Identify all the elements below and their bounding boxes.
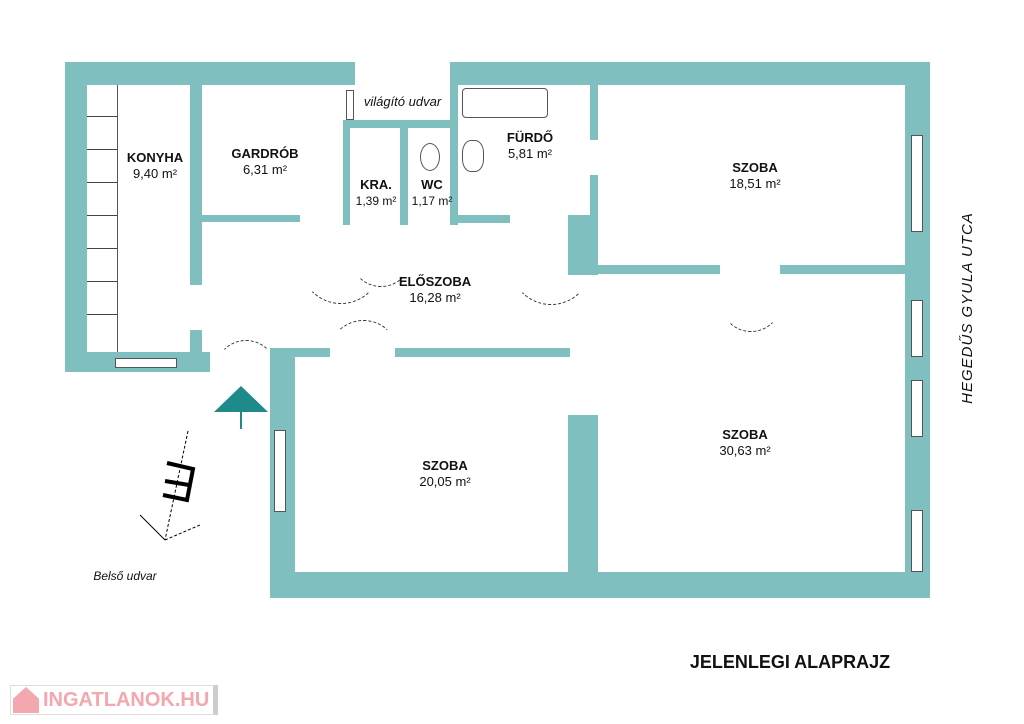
window bbox=[911, 300, 923, 357]
wall bbox=[343, 120, 455, 128]
tile bbox=[87, 248, 117, 249]
wall bbox=[395, 348, 570, 357]
tile bbox=[87, 281, 117, 282]
wall bbox=[202, 215, 300, 222]
window bbox=[911, 380, 923, 437]
kitchen-counter bbox=[87, 85, 118, 352]
window bbox=[911, 135, 923, 232]
tile bbox=[87, 215, 117, 216]
wall bbox=[65, 62, 355, 85]
wall bbox=[65, 62, 87, 372]
wall bbox=[598, 265, 720, 274]
window bbox=[346, 90, 354, 120]
tile bbox=[87, 182, 117, 183]
wall bbox=[343, 120, 350, 225]
room-pantry: KRA.1,39 m² bbox=[355, 177, 397, 208]
house-icon bbox=[13, 687, 39, 713]
courtyard-label: Belső udvar bbox=[93, 569, 157, 583]
sink bbox=[462, 140, 484, 172]
tile bbox=[87, 116, 117, 117]
window bbox=[274, 430, 286, 512]
wall bbox=[450, 62, 458, 225]
wall bbox=[190, 330, 202, 372]
toilet bbox=[420, 143, 440, 171]
tile bbox=[87, 314, 117, 315]
tile bbox=[87, 149, 117, 150]
wall bbox=[568, 415, 598, 572]
wall bbox=[450, 62, 930, 85]
logo-text: INGATLANOK.HU bbox=[43, 688, 210, 711]
lightwell-label: világító udvar bbox=[363, 94, 442, 109]
door[interactable] bbox=[330, 320, 397, 382]
wall bbox=[458, 215, 510, 223]
door[interactable] bbox=[720, 270, 782, 332]
wall bbox=[400, 120, 408, 225]
entrance-arrow-icon bbox=[214, 386, 268, 412]
wall bbox=[780, 265, 905, 274]
stairs-icon bbox=[139, 430, 201, 541]
wall bbox=[270, 348, 330, 357]
wall bbox=[190, 85, 202, 285]
wall bbox=[568, 215, 598, 275]
bathtub bbox=[462, 88, 548, 118]
door[interactable] bbox=[215, 340, 277, 402]
wall bbox=[270, 572, 930, 598]
window bbox=[115, 358, 177, 368]
entrance-arrow-stem bbox=[240, 412, 242, 429]
door[interactable] bbox=[510, 223, 592, 305]
street-label: HEGEDŰS GYULA UTCA bbox=[959, 212, 976, 404]
plan-title: JELENLEGI ALAPRAJZ bbox=[689, 652, 891, 672]
window bbox=[911, 510, 923, 572]
wall bbox=[590, 85, 598, 140]
logo: INGATLANOK.HU bbox=[10, 685, 218, 715]
